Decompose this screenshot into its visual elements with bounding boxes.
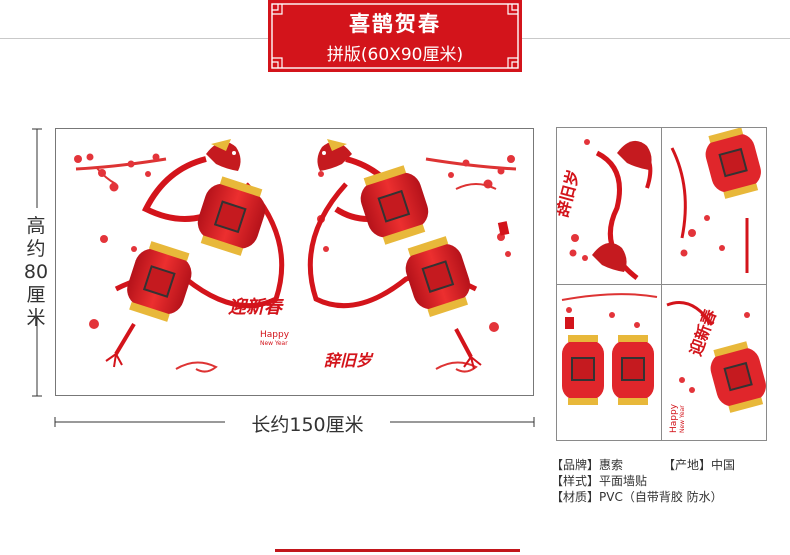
spec-material-value: PVC（自带背胶 防水） <box>599 490 723 504</box>
spec-brand-value: 惠索 <box>599 458 624 472</box>
tile-happy-text: Happy <box>669 403 679 433</box>
header-divider-left <box>0 38 268 39</box>
spec-style-label: 【样式】 <box>551 474 600 488</box>
spec-origin-value: 中国 <box>711 458 736 472</box>
spec-material: 【材质】PVC（自带背胶 防水） <box>551 489 723 506</box>
tile-top-right <box>661 127 767 285</box>
page-title: 喜鹊贺春 <box>349 12 441 36</box>
bottom-accent-bar <box>275 549 520 552</box>
tile-bottom-right: 迎新春 Happy New Year <box>661 284 767 441</box>
tile-bottom-right-illustration: 迎新春 Happy New Year <box>666 301 766 433</box>
main-product-image: 迎新春 Happy New Year 辞旧岁 <box>55 128 534 396</box>
height-label: 高约80厘米 <box>23 215 49 329</box>
spec-material-label: 【材质】 <box>551 490 600 504</box>
page-subtitle: 拼版(60X90厘米) <box>326 45 464 65</box>
spec-style-value: 平面墙贴 <box>599 474 648 488</box>
main-farewell-text: 辞旧岁 <box>324 351 374 370</box>
spec-brand-label: 【品牌】 <box>551 458 600 472</box>
tile-top-left-illustration: 辞旧岁 <box>557 139 653 280</box>
title-banner: 喜鹊贺春 拼版(60X90厘米) <box>268 0 522 72</box>
tile-top-left: 辞旧岁 <box>556 127 662 285</box>
main-happy-text: Happy <box>260 330 290 340</box>
main-welcome-text: 迎新春 <box>228 297 284 318</box>
spec-origin-label: 【产地】 <box>663 458 712 472</box>
title-frame-ornament <box>271 3 519 69</box>
height-dimension-marker <box>32 128 42 397</box>
header-divider-right <box>522 38 790 39</box>
tile-bottom-left <box>556 284 662 441</box>
main-new-year-text: New Year <box>260 340 288 347</box>
tile-layout: 辞旧岁 <box>556 127 767 441</box>
tile-top-right-illustration <box>670 128 761 273</box>
spec-brand: 【品牌】惠索 <box>551 457 623 474</box>
tile-new-year-text: New Year <box>679 405 686 433</box>
width-label: 长约150厘米 <box>225 410 390 437</box>
spec-origin: 【产地】中国 <box>663 457 735 474</box>
tile-farewell-text: 辞旧岁 <box>557 168 583 219</box>
tile-bottom-left-illustration <box>561 293 658 405</box>
main-product-illustration: 迎新春 Happy New Year 辞旧岁 <box>74 139 517 373</box>
spec-style: 【样式】平面墙贴 <box>551 473 647 490</box>
